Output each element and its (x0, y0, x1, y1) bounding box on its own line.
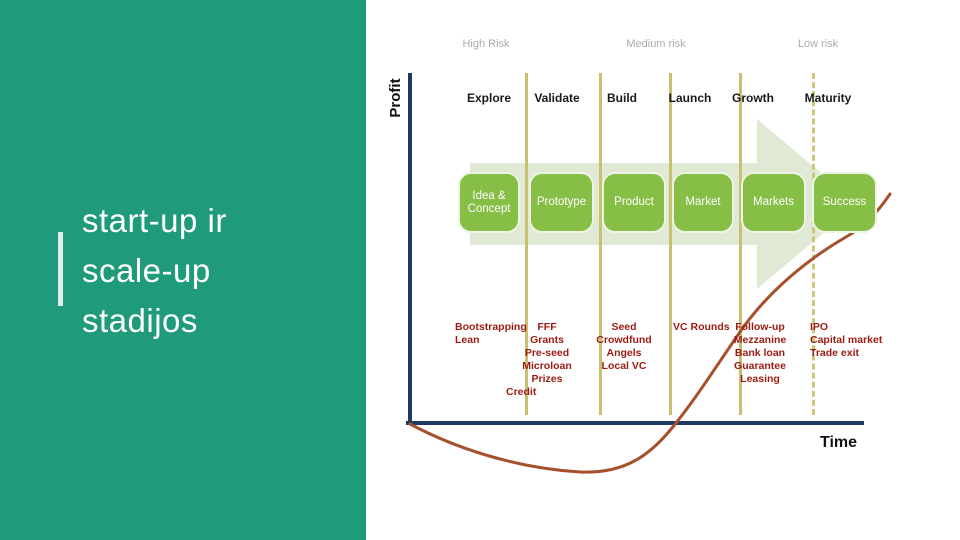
stage-header-explore: Explore (466, 91, 512, 105)
time-axis-line (406, 421, 864, 425)
stage-divider-line (669, 73, 672, 415)
stage-header-build: Build (607, 91, 637, 105)
risk-label-medium: Medium risk (626, 38, 686, 50)
funding-list-validate: FFF Grants Pre-seed Microloan Prizes (522, 321, 572, 385)
profit-axis-label: Profit (386, 78, 404, 118)
risk-label-high: High Risk (462, 38, 510, 50)
stage-divider-line-dashed (812, 73, 818, 415)
stage-box-product: Product (602, 172, 666, 233)
time-axis-label: Time (820, 434, 858, 451)
stage-header-validate: Validate (534, 91, 580, 105)
slide-title-line: scale-up (82, 252, 211, 289)
funding-credit-label: Credit (506, 386, 537, 398)
stage-header-maturity: Maturity (804, 91, 852, 105)
stage-box-idea-concept: Idea & Concept (458, 172, 520, 233)
funding-list-launch: VC Rounds (673, 321, 730, 333)
stage-header-launch: Launch (668, 91, 712, 105)
slide-title-line: stadijos (82, 302, 198, 339)
stage-divider-line (525, 73, 528, 415)
funding-list-growth: Follow-up Mezzanine Bank loan Guarantee … (733, 321, 787, 385)
profit-curve (408, 192, 892, 474)
profit-axis-line (408, 73, 412, 423)
stage-box-success: Success (812, 172, 877, 233)
funding-list-build: Seed Crowdfund Angels Local VC (596, 321, 652, 372)
funding-list-maturity: IPO Capital market Trade exit (810, 321, 883, 359)
stage-divider-line (739, 73, 742, 415)
slide-title: start-up ir scale-up stadijos (82, 196, 227, 346)
stage-box-market: Market (672, 172, 734, 233)
stages-chart: High Risk Medium risk Low risk Explore V… (366, 0, 960, 540)
title-panel: start-up ir scale-up stadijos (0, 0, 366, 540)
stage-box-prototype: Prototype (529, 172, 594, 233)
stage-header-growth: Growth (732, 91, 774, 105)
funding-list-explore: Bootstrapping Lean (455, 321, 527, 346)
stage-divider-line (599, 73, 602, 415)
risk-label-low: Low risk (797, 38, 839, 50)
stage-box-markets: Markets (741, 172, 806, 233)
slide-title-line: start-up ir (82, 202, 227, 239)
title-accent-bar (58, 232, 63, 306)
